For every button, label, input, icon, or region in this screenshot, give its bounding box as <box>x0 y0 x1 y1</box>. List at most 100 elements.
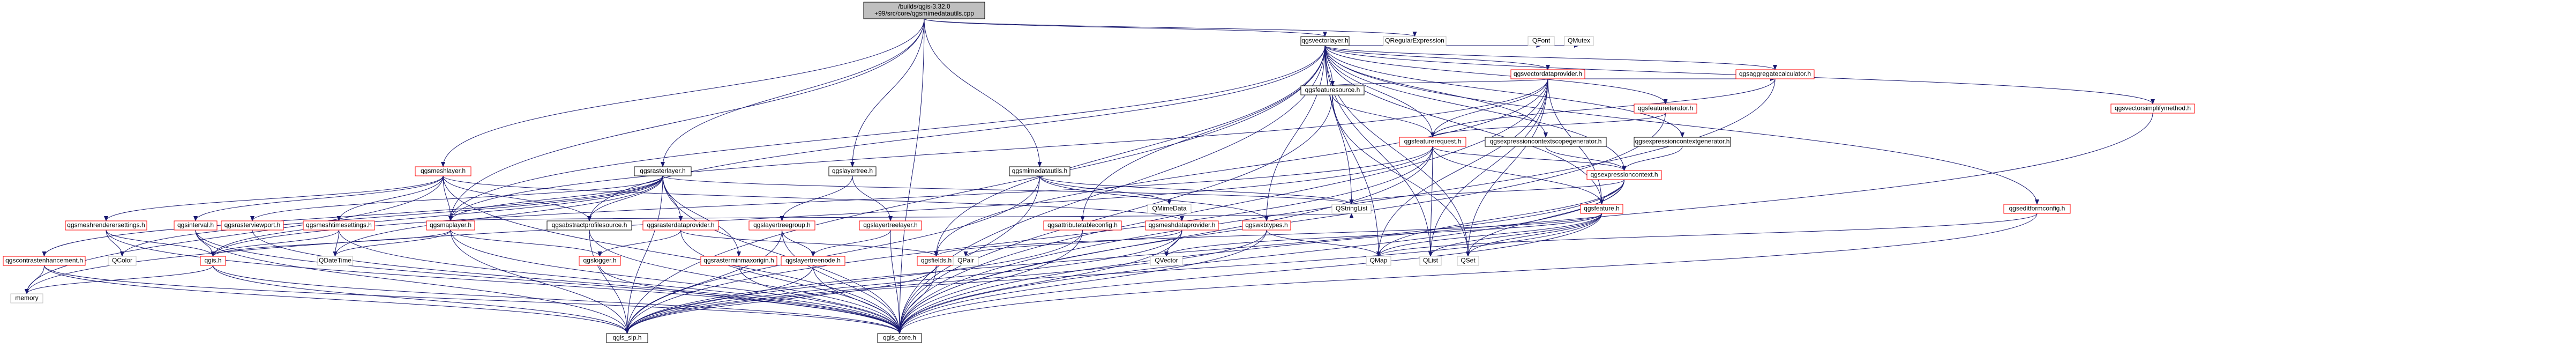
edge-qgsrasterlayer-to-qgscontrastenhancement <box>42 175 663 257</box>
edge-qgis-to-qgis_sip <box>213 265 630 334</box>
node-qgis_sip[interactable]: qgis_sip.h <box>606 333 648 343</box>
node-qgsrasterdataprovider[interactable]: qgsrasterdataprovider.h <box>642 220 719 231</box>
node-qgsvectorsimplifymethod[interactable]: qgsvectorsimplifymethod.h <box>2110 103 2195 114</box>
node-label: QMutex <box>1568 37 1590 45</box>
node-label: qgsmeshrenderersettings.h <box>67 221 145 229</box>
node-qgsfeatureiterator[interactable]: qgsfeatureiterator.h <box>1634 103 1697 114</box>
node-label: QMap <box>1370 257 1388 264</box>
edge-qgsvectorlayer-to-qgswkbtypes <box>1264 45 1326 221</box>
node-qgsaggregatecalculator[interactable]: qgsaggregatecalculator.h <box>1735 69 1815 79</box>
node-qgseditformconfig[interactable]: qgseditformconfig.h <box>2003 204 2071 214</box>
edge-qgsvectorlayer-to-qlist <box>1324 45 1433 257</box>
edge-qgsvectorlayer-to-qgis_core <box>897 45 1326 334</box>
node-label: QMimeData <box>1152 205 1186 212</box>
edge-qgsmeshlayer-to-memory <box>25 175 444 294</box>
node-box <box>65 220 147 231</box>
node-qgsmeshlayer[interactable]: qgsmeshlayer.h <box>415 166 471 176</box>
node-label: qgslayertreelayer.h <box>863 221 917 229</box>
node-qgslayertreegroup[interactable]: qgslayertreegroup.h <box>748 220 815 231</box>
node-qgsmeshrenderersettings[interactable]: qgsmeshrenderersettings.h <box>65 220 147 231</box>
edge-qgsfeaturesource-to-qset <box>1332 94 1470 257</box>
node-qset: QSet <box>1457 256 1479 266</box>
node-label: qgswkbtypes.h <box>1245 221 1287 229</box>
node-qfont: QFont <box>1527 36 1555 46</box>
edge-qgsvectorlayer-to-qgsvectordataprovider <box>1324 45 1550 70</box>
edge-qgslogger-to-qgis_core <box>600 265 902 334</box>
node-qgslogger[interactable]: qgslogger.h <box>579 256 621 266</box>
node-label: QList <box>1423 257 1439 264</box>
edge-qgsmeshrenderersettings-to-qgis_core <box>106 229 902 334</box>
node-qgsexprctxgen[interactable]: qgsexpressioncontextgenerator.h <box>1634 137 1731 147</box>
node-qgsinterval[interactable]: qgsinterval.h <box>174 220 218 231</box>
node-qgsrasterminmaxorigin[interactable]: qgsrasterminmaxorigin.h <box>700 256 777 266</box>
node-qgsvectordataprovider[interactable]: qgsvectordataprovider.h <box>1510 69 1585 79</box>
node-label: qgis_sip.h <box>612 334 641 342</box>
node-qgsattributetableconfig[interactable]: qgsattributetableconfig.h <box>1043 220 1122 231</box>
edge-qgsmeshdataprovider-to-qgis_core <box>897 229 1182 334</box>
node-box <box>1009 166 1070 176</box>
node-qstringlist: QStringList <box>1331 204 1372 214</box>
edge-qgsmeshlayer-to-qgsmeshdataprovider <box>443 175 1184 221</box>
node-qgsfeaturerequest[interactable]: qgsfeaturerequest.h <box>1399 137 1466 147</box>
edge-qgsexpressioncontext-to-qmap <box>1376 179 1624 257</box>
node-label: qgsmeshtimesettings.h <box>306 221 372 229</box>
node-qgis_core[interactable]: qgis_core.h <box>877 333 922 343</box>
node-box <box>1147 204 1192 214</box>
node-label: qgsmimedatautils.h <box>1012 167 1067 175</box>
node-qmap: QMap <box>1366 256 1391 266</box>
node-box <box>953 256 979 266</box>
edge-qgsrasterdataprovider-to-qgsfields <box>680 229 939 257</box>
node-qgis[interactable]: qgis.h <box>200 256 226 266</box>
node-qgsexpressioncontext[interactable]: qgsexpressioncontext.h <box>1586 170 1662 180</box>
node-label: qgslayertree.h <box>832 167 873 175</box>
node-qmimedata: QMimeData <box>1147 204 1192 214</box>
edge-qgswkbtypes-to-qmap <box>1266 229 1381 257</box>
node-qgsrasterviewport[interactable]: qgsrasterviewport.h <box>221 220 284 231</box>
node-box <box>1419 256 1442 266</box>
node-qgslayertree[interactable]: qgslayertree.h <box>828 166 877 176</box>
node-label: qgsexpressioncontextscopegenerator.h <box>1490 138 1602 145</box>
node-box <box>1399 137 1466 147</box>
edge-qgsmeshtimesettings-to-qgis <box>211 229 339 257</box>
edge-qgsmaplayer-to-qgis_sip <box>450 229 630 334</box>
edge-qgsfeaturesource-to-qgsfeaturerequest <box>1332 94 1435 138</box>
edge-qgsinterval-to-qgis_core <box>195 229 902 334</box>
node-qgslayertreenode[interactable]: qgslayertreenode.h <box>781 256 845 266</box>
edge-qgsfields-to-qgis_sip <box>625 265 937 334</box>
node-qgsfeaturesource[interactable]: qgsfeaturesource.h <box>1300 85 1365 95</box>
edge-qgsmaplayer-to-qdatetime <box>333 229 451 257</box>
node-qlist: QList <box>1419 256 1442 266</box>
edge-qgsmimedatautils-to-qgis_core <box>897 175 1040 334</box>
node-qgsfields[interactable]: qgsfields.h <box>917 256 956 266</box>
node-qgscontrastenhancement[interactable]: qgscontrastenhancement.h <box>3 256 86 266</box>
node-box <box>317 256 353 266</box>
edge-qgsfeatureiterator-to-qgsfeaturerequest <box>1431 113 1666 138</box>
edge-qgslayertreegroup-to-qgis_core <box>782 229 902 334</box>
edge-qgsrasterdataprovider-to-qgis_core <box>680 229 902 334</box>
edge-qgsvectorlayer-to-qgsfeature <box>1324 45 1604 205</box>
node-qgsexprctxscopegen[interactable]: qgsexpressioncontextscopegenerator.h <box>1485 137 1607 147</box>
node-label: qgsrasterviewport.h <box>224 221 281 229</box>
node-qgsrasterlayer[interactable]: qgsrasterlayer.h <box>634 166 692 176</box>
edge-qgsrasterdataprovider-to-qgslogger <box>597 229 681 257</box>
edge-qgsattributetableconfig-to-qgis_core <box>897 229 1083 334</box>
node-qgswkbtypes[interactable]: qgswkbtypes.h <box>1242 220 1291 231</box>
node-qgsvectorlayer[interactable]: qgsvectorlayer.h <box>1300 36 1350 46</box>
node-qgsabstractprofilesource[interactable]: qgsabstractprofilesource.h <box>546 220 632 231</box>
node-label: qgsexpressioncontextgenerator.h <box>1635 138 1730 145</box>
edge-qgsrasterlayer-to-qstringlist <box>662 175 1354 205</box>
edge-qgsvectorlayer-to-qgsfeatureiterator <box>1324 45 1668 105</box>
node-qgsmeshdataprovider[interactable]: qgsmeshdataprovider.h <box>1145 220 1219 231</box>
node-box <box>634 166 692 176</box>
node-box <box>426 220 475 231</box>
edge-qgsmeshdataprovider-to-qpair <box>963 229 1182 257</box>
node-label: qgsmeshdataprovider.h <box>1149 221 1216 229</box>
node-qgslayertreelayer[interactable]: qgslayertreelayer.h <box>859 220 922 231</box>
node-box <box>579 256 621 266</box>
node-qgsfeature[interactable]: qgsfeature.h <box>1580 204 1623 214</box>
node-qgsmaplayer[interactable]: qgsmaplayer.h <box>426 220 475 231</box>
node-qgsmeshtimesettings[interactable]: qgsmeshtimesettings.h <box>303 220 375 231</box>
node-qgsmimedatautils[interactable]: qgsmimedatautils.h <box>1009 166 1070 176</box>
edge-layer <box>25 18 2155 334</box>
